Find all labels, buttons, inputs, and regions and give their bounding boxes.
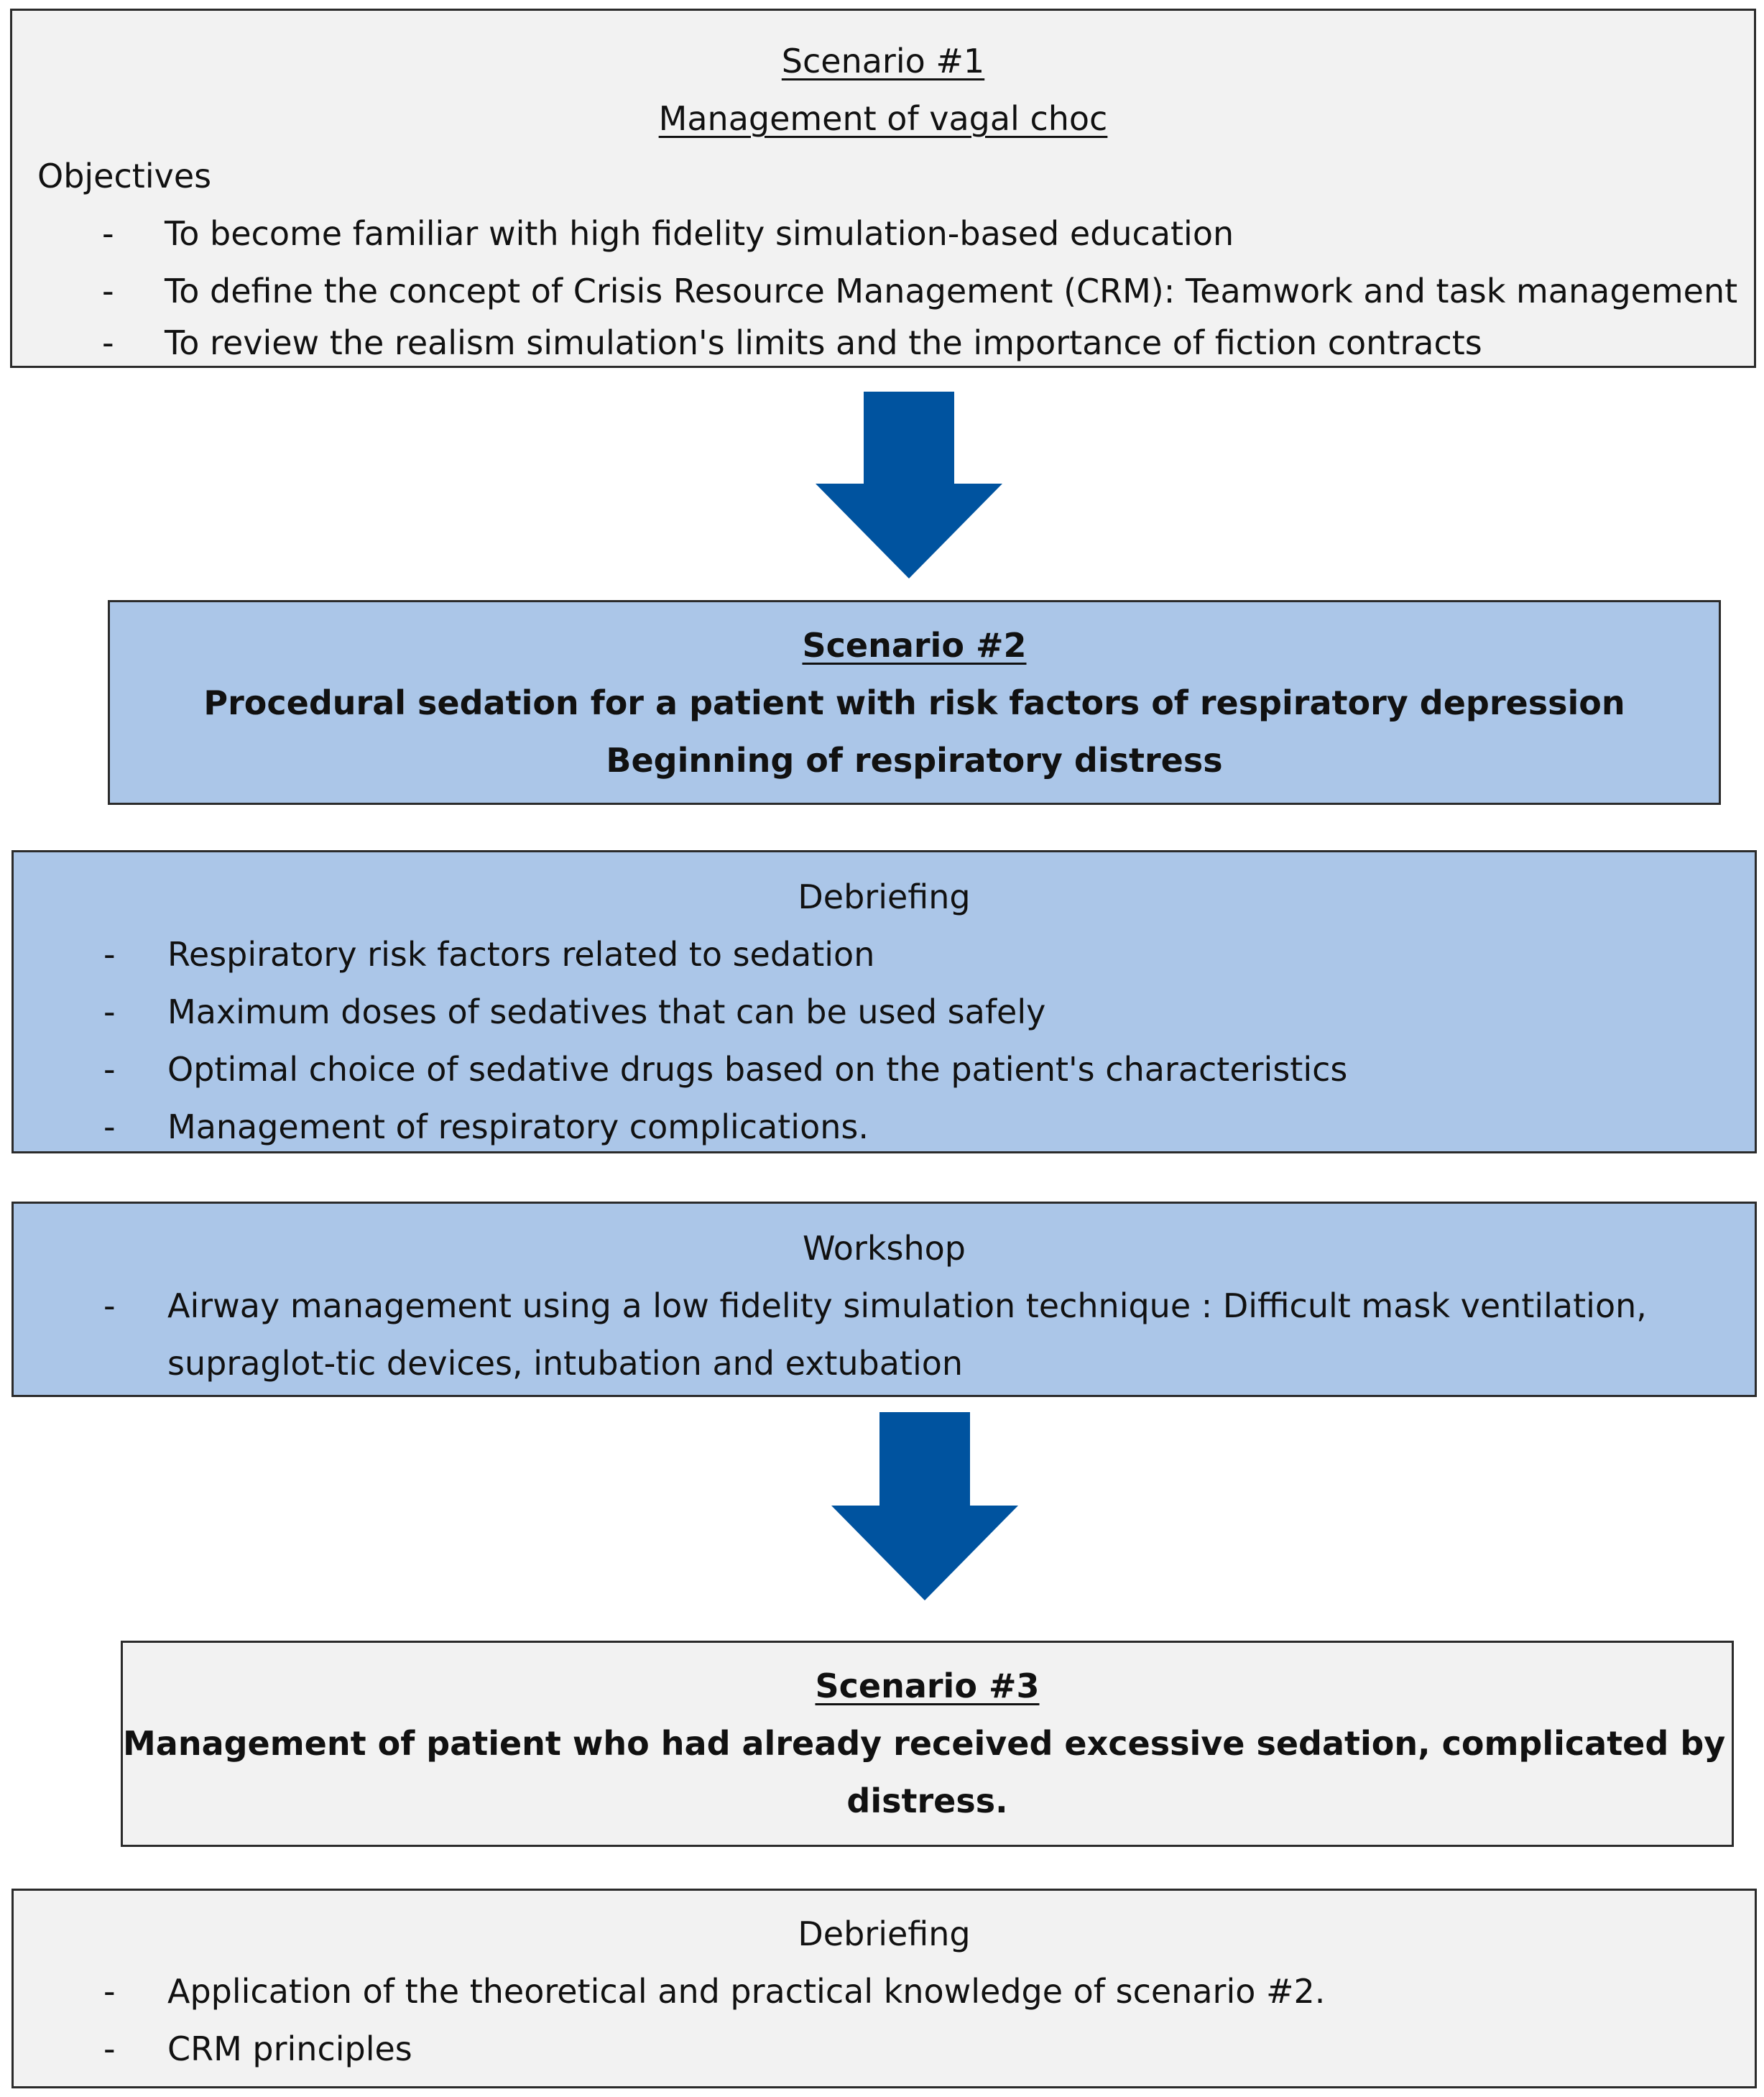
debriefing-2-box: Debriefing - Application of the theoreti… — [11, 1889, 1757, 2088]
workshop-item: Airway management using a low fidelity s… — [167, 1286, 1647, 1383]
down-arrow-icon — [831, 1412, 1018, 1600]
scenario-2-line-1: Procedural sedation for a patient with r… — [203, 683, 1625, 722]
scenario-3-line-2: distress. — [846, 1782, 1008, 1820]
scenario-3-box: Scenario #3 Management of patient who ha… — [121, 1641, 1734, 1847]
objective-item: To review the realism simulation's limit… — [165, 323, 1482, 362]
debriefing-1-box: Debriefing - Respiratory risk factors re… — [11, 850, 1757, 1153]
debriefing-item: Maximum doses of sedatives that can be u… — [167, 992, 1046, 1031]
debriefing-1-heading: Debriefing — [798, 877, 971, 916]
debriefing-item: CRM principles — [167, 2029, 412, 2068]
bullet-dash: - — [103, 1107, 116, 1146]
bullet-dash: - — [103, 1972, 116, 2011]
bullet-dash: - — [102, 323, 114, 362]
objective-item: To become familiar with high fidelity si… — [165, 214, 1234, 253]
scenario-2-heading: Scenario #2 — [802, 626, 1027, 665]
down-arrow-icon — [816, 392, 1002, 579]
objectives-label: Objectives — [37, 157, 212, 195]
bullet-dash: - — [103, 2029, 116, 2068]
bullet-dash: - — [102, 214, 114, 253]
bullet-dash: - — [103, 1050, 116, 1089]
bullet-dash: - — [103, 935, 116, 974]
workshop-heading: Workshop — [803, 1229, 966, 1268]
objective-item: To define the concept of Crisis Resource… — [165, 272, 1738, 310]
scenario-2-box: Scenario #2 Procedural sedation for a pa… — [108, 600, 1721, 805]
debriefing-item: Respiratory risk factors related to seda… — [167, 935, 875, 974]
scenario-2-line-2: Beginning of respiratory distress — [606, 741, 1223, 780]
bullet-dash: - — [102, 272, 114, 310]
workshop-box: Workshop - Airway management using a low… — [11, 1202, 1757, 1397]
debriefing-item: Application of the theoretical and pract… — [167, 1972, 1326, 2011]
bullet-dash: - — [103, 992, 116, 1031]
scenario-1-heading: Scenario #1 — [781, 42, 985, 80]
scenario-1-box: Scenario #1 Management of vagal choc Obj… — [10, 9, 1756, 368]
scenario-1-title: Management of vagal choc — [658, 99, 1108, 138]
bullet-dash: - — [103, 1286, 116, 1325]
debriefing-item: Optimal choice of sedative drugs based o… — [167, 1050, 1348, 1089]
debriefing-item: Management of respiratory complications. — [167, 1107, 869, 1146]
scenario-3-line-1: Management of patient who had already re… — [123, 1724, 1732, 1763]
debriefing-2-heading: Debriefing — [798, 1914, 971, 1953]
scenario-3-heading: Scenario #3 — [815, 1667, 1040, 1705]
